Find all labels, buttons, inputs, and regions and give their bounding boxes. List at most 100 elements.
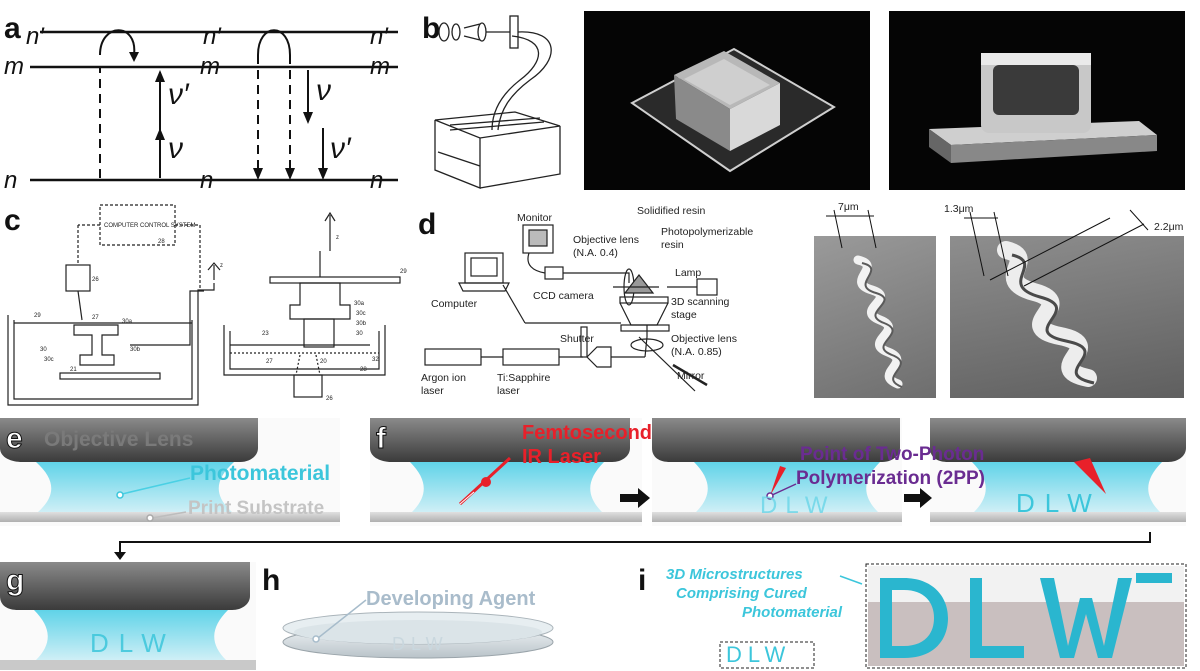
panel-e-scene xyxy=(0,418,340,526)
tisapphire-laser-label: laser xyxy=(497,385,520,397)
panel-label-e: e xyxy=(6,422,24,455)
polymerization-2pp-label: Polymerization (2PP) xyxy=(796,468,985,489)
two-photon-setup-schematic: Monitor Solidified resin Objective lens … xyxy=(421,205,753,397)
nu-prime-down: ν′ xyxy=(330,132,352,165)
dlw-final-text: DLW xyxy=(726,642,792,667)
ref-right-4: 30 xyxy=(356,331,363,337)
developing-agent-label: Developing Agent xyxy=(366,588,536,610)
ref-right-2: 30c xyxy=(356,311,366,317)
panel-f-scene-3 xyxy=(930,418,1186,526)
photopolymerizable-label: Photopolymerizable xyxy=(661,226,753,238)
nu-down: ν xyxy=(316,74,331,107)
level-n-prime-1: n′ xyxy=(26,23,45,50)
scale-1-3um: 1.3μm xyxy=(944,203,974,215)
level-m-1: m xyxy=(4,53,24,80)
na-1-label: (N.A. 0.4) xyxy=(573,247,618,259)
stereolithography-patent-drawing: COMPUTER CONTROL SYSTEM 28 26 z z 29 27 … xyxy=(7,204,407,406)
nu-prime-up: ν′ xyxy=(168,78,190,111)
dlw-process-row-2 xyxy=(0,562,1187,670)
panel-i-scene xyxy=(660,563,1187,669)
ref-left-5: 30c xyxy=(44,357,54,363)
z-mark-right: z xyxy=(336,235,339,241)
femtosecond-label: Femtosecond xyxy=(522,422,653,444)
objective-lens-label: Objective Lens xyxy=(44,428,194,451)
microspring-sem-image-2 xyxy=(950,236,1184,398)
ref-left-0: 29 xyxy=(34,313,41,319)
panel-f-scene-2 xyxy=(652,418,902,526)
nu-up: ν xyxy=(168,132,183,165)
ref-right-5: 23 xyxy=(262,331,269,337)
level-m-3: m xyxy=(370,53,390,80)
stereolithography-apparatus-sketch xyxy=(434,15,561,189)
ref-right-10: 20 xyxy=(320,359,327,365)
ref-right-3: 30b xyxy=(356,321,367,327)
level-n-prime-2: n′ xyxy=(203,23,222,50)
arrow-right-icon xyxy=(904,488,932,508)
panel-label-i: i xyxy=(638,564,647,597)
point-2pp-label: Point of Two-Photon xyxy=(800,444,985,465)
arrow-right-icon xyxy=(620,488,650,508)
process-connector xyxy=(114,532,1151,560)
ref-left-3: 30 xyxy=(40,347,47,353)
ref-right-8: 26 xyxy=(326,396,333,402)
stage-label: stage xyxy=(671,309,697,321)
ref-26-top: 26 xyxy=(92,277,99,283)
ref-left-2: 30a xyxy=(122,319,133,325)
objective-lens-1-label: Objective lens xyxy=(573,234,639,246)
argon-laser-label: laser xyxy=(421,385,444,397)
ref-right-0: 29 xyxy=(400,269,407,275)
computer-control-box-text: COMPUTER CONTROL SYSTEM xyxy=(104,223,195,229)
sem-scale-annotations: 7μm 1.3μm 2.2μm xyxy=(826,201,1184,287)
printed-block-photo xyxy=(889,11,1185,190)
panel-label-f: f xyxy=(376,422,387,455)
solidified-resin-label: Solidified resin xyxy=(637,205,705,217)
level-m-2: m xyxy=(200,53,220,80)
scanning-label: 3D scanning xyxy=(671,296,730,308)
ref-right-1: 30a xyxy=(354,301,365,307)
microspring-sem-image-1 xyxy=(814,236,936,398)
dlw-partial-text: DLW xyxy=(760,492,836,519)
monitor-label: Monitor xyxy=(517,212,553,224)
dlw-in-dish-text: DLW xyxy=(392,634,449,654)
ref-right-9: 27 xyxy=(266,359,273,365)
objective-lens-2-label: Objective lens xyxy=(671,333,737,345)
panel-label-g: g xyxy=(5,564,25,597)
tisapphire-label: Ti:Sapphire xyxy=(497,372,550,384)
level-n-1: n xyxy=(4,167,17,194)
ref-left-4: 30b xyxy=(130,347,141,353)
ref-left-1: 27 xyxy=(92,315,99,321)
z-mark-left: z xyxy=(220,263,223,269)
level-n-2: n xyxy=(200,167,213,194)
scale-2-2um: 2.2μm xyxy=(1154,221,1184,233)
resin-label: resin xyxy=(661,239,684,251)
panel-label-a: a xyxy=(4,12,21,45)
dlw-process-row-1 xyxy=(0,418,1186,526)
ref-left-6: 21 xyxy=(70,367,77,373)
panel-g-scene xyxy=(0,562,256,670)
scale-7um: 7μm xyxy=(838,201,859,213)
panel-label-c: c xyxy=(4,204,21,237)
level-n-prime-3: n′ xyxy=(370,23,389,50)
microstructures-caption-2: Comprising Cured xyxy=(676,585,807,602)
microstructures-caption-1: 3D Microstructures xyxy=(666,566,803,583)
photomaterial-label: Photomaterial xyxy=(190,462,331,485)
panel-label-d: d xyxy=(418,208,437,241)
dlw-in-resin-text: DLW xyxy=(90,628,176,658)
ref-28-top: 28 xyxy=(158,239,165,245)
na-2-label: (N.A. 0.85) xyxy=(671,346,722,358)
ref-right-6: 32 xyxy=(372,357,379,363)
ccd-camera-label: CCD camera xyxy=(533,290,594,302)
panel-f-scene-1 xyxy=(370,418,642,526)
energy-level-diagram: n′ m n n′ m n n′ m n ν′ ν ν ν′ xyxy=(4,23,398,194)
mirror-label: Mirror xyxy=(677,370,705,382)
ref-right-7: 28 xyxy=(360,367,367,373)
level-n-3: n xyxy=(370,167,383,194)
panel-label-h: h xyxy=(262,564,281,597)
microstructures-caption-3: Photomaterial xyxy=(742,604,843,621)
printed-cube-photo xyxy=(584,11,870,190)
panel-label-b: b xyxy=(422,12,441,45)
lamp-label: Lamp xyxy=(675,267,701,279)
ir-laser-label: IR Laser xyxy=(522,446,601,468)
computer-label: Computer xyxy=(431,298,478,310)
panel-h-scene xyxy=(282,599,554,659)
